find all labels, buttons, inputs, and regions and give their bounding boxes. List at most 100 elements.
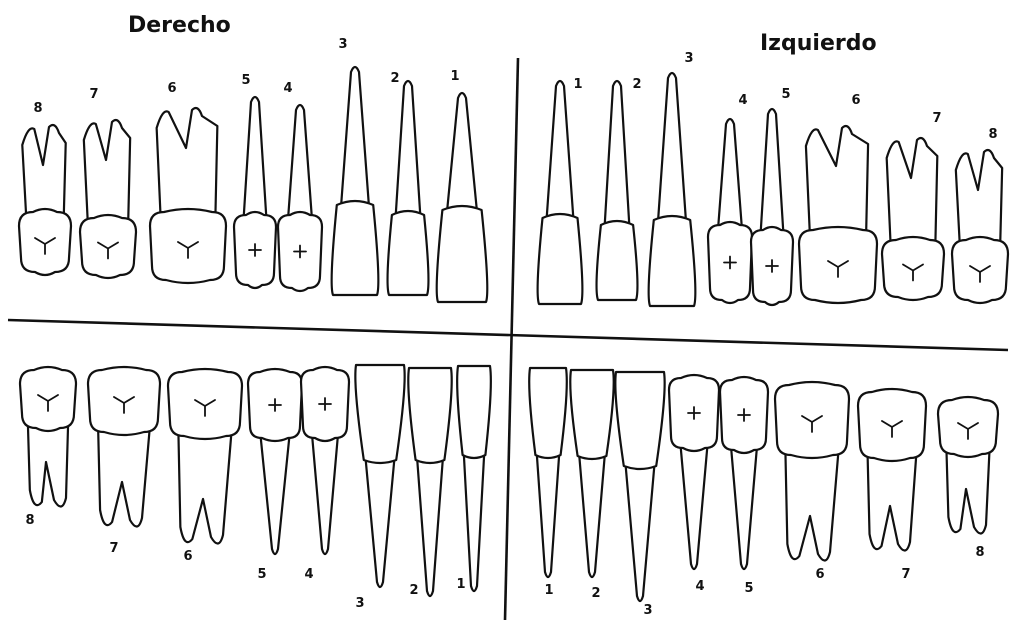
tooth-number-upper-right-8: 8 — [33, 101, 42, 116]
crown-upper_right-6 — [150, 209, 226, 283]
crown-upper_left-7 — [882, 237, 944, 300]
root-lower_right-1 — [464, 449, 485, 591]
tooth-number-upper-left-1: 1 — [573, 77, 582, 92]
root-upper_right-7 — [84, 120, 130, 224]
crown-lower_left-3 — [615, 372, 664, 469]
root-upper_left-3 — [658, 73, 687, 226]
crown-upper_left-6 — [799, 227, 877, 303]
tooth-upper-right-4 — [278, 105, 322, 291]
tooth-number-upper-right-6: 6 — [167, 81, 176, 96]
tooth-number-upper-right-2: 2 — [390, 71, 399, 86]
tooth-lower-right-4 — [301, 367, 349, 554]
tooth-number-lower-right-4: 4 — [304, 567, 313, 582]
crown-lower_left-6 — [775, 382, 849, 458]
crown-upper_left-2 — [597, 221, 638, 300]
root-lower_right-7 — [98, 426, 150, 527]
root-upper_right-1 — [447, 93, 478, 216]
tooth-lower-left-2 — [570, 370, 613, 577]
tooth-number-lower-left-5: 5 — [744, 581, 753, 596]
root-lower_right-5 — [260, 432, 290, 554]
root-lower_right-6 — [178, 430, 231, 544]
crown-upper_right-1 — [437, 206, 488, 302]
crown-upper_left-1 — [538, 214, 583, 304]
tooth-upper-left-7 — [882, 138, 944, 300]
crown-lower_right-2 — [408, 368, 451, 463]
tooth-number-upper-right-4: 4 — [283, 81, 292, 96]
tooth-number-upper-left-6: 6 — [851, 93, 860, 108]
tooth-upper-right-2 — [388, 81, 429, 295]
tooth-number-lower-right-8: 8 — [25, 513, 34, 528]
tooth-upper-left-3 — [649, 73, 696, 306]
tooth-upper-left-8 — [952, 150, 1008, 303]
root-lower_left-1 — [536, 449, 559, 577]
tooth-lower-left-7 — [858, 389, 926, 551]
tooth-lower-right-6 — [168, 369, 242, 544]
crown-lower_right-6 — [168, 369, 242, 439]
root-lower_right-3 — [365, 454, 395, 587]
vertical-divider — [505, 58, 518, 620]
crown-lower_left-1 — [529, 368, 567, 458]
tooth-lower-left-8 — [938, 397, 998, 534]
tooth-number-lower-left-8: 8 — [975, 545, 984, 560]
tooth-number-upper-left-8: 8 — [988, 127, 997, 142]
tooth-lower-right-8 — [20, 367, 76, 507]
tooth-upper-left-6 — [799, 126, 877, 303]
crown-lower_right-1 — [457, 366, 491, 458]
tooth-lower-left-3 — [615, 372, 664, 601]
root-lower_left-4 — [680, 442, 708, 569]
root-upper_left-2 — [604, 81, 629, 231]
tooth-number-upper-left-4: 4 — [738, 93, 747, 108]
tooth-upper-right-3 — [332, 67, 379, 295]
tooth-number-lower-left-1: 1 — [544, 583, 553, 598]
crown-upper_left-3 — [649, 216, 696, 306]
root-upper_right-8 — [22, 125, 65, 218]
crown-upper_right-2 — [388, 211, 429, 295]
tooth-lower-left-1 — [529, 368, 567, 577]
tooth-number-lower-left-3: 3 — [643, 603, 652, 618]
crown-lower_right-3 — [355, 365, 404, 463]
root-lower_left-6 — [785, 449, 838, 561]
tooth-upper-right-1 — [437, 93, 488, 302]
tooth-number-upper-right-7: 7 — [89, 87, 98, 102]
root-upper_right-2 — [395, 81, 420, 221]
tooth-upper-right-6 — [150, 108, 226, 283]
root-upper_left-5 — [760, 109, 783, 236]
crown-upper_right-7 — [80, 215, 136, 278]
tooth-lower-right-5 — [248, 369, 302, 554]
root-upper_right-6 — [157, 108, 218, 218]
crown-lower_left-8 — [938, 397, 998, 457]
tooth-number-upper-left-2: 2 — [632, 77, 641, 92]
tooth-lower-left-4 — [669, 375, 719, 569]
crown-upper_left-8 — [952, 237, 1008, 303]
crown-upper_right-3 — [332, 201, 379, 295]
tooth-number-lower-left-7: 7 — [901, 567, 910, 582]
root-lower_left-3 — [625, 460, 655, 601]
tooth-number-upper-right-1: 1 — [450, 69, 459, 84]
root-upper_right-3 — [341, 67, 370, 211]
root-lower_left-5 — [731, 444, 757, 569]
root-upper_left-7 — [887, 138, 938, 246]
root-upper_left-4 — [718, 119, 742, 231]
tooth-number-upper-left-5: 5 — [781, 87, 790, 102]
root-lower_right-4 — [312, 432, 338, 554]
root-upper_left-6 — [806, 126, 868, 236]
tooth-number-lower-right-2: 2 — [409, 583, 418, 598]
tooth-number-lower-left-2: 2 — [591, 586, 600, 601]
tooth-lower-right-1 — [457, 366, 491, 591]
tooth-number-lower-right-3: 3 — [355, 596, 364, 611]
tooth-upper-right-5 — [234, 97, 276, 288]
tooth-number-upper-right-3: 3 — [338, 37, 347, 52]
quadrant-lower-right — [20, 365, 491, 596]
root-upper_left-8 — [956, 150, 1002, 246]
crown-lower_left-7 — [858, 389, 926, 461]
root-lower_left-7 — [868, 452, 917, 551]
tooth-upper-left-4 — [708, 119, 752, 303]
quadrant-lower-left — [529, 368, 998, 601]
tooth-lower-left-6 — [775, 382, 849, 561]
tooth-number-lower-right-1: 1 — [456, 577, 465, 592]
tooth-lower-right-2 — [408, 368, 451, 596]
tooth-number-lower-right-6: 6 — [183, 549, 192, 564]
tooth-number-upper-right-5: 5 — [241, 73, 250, 88]
tooth-number-lower-right-5: 5 — [257, 567, 266, 582]
